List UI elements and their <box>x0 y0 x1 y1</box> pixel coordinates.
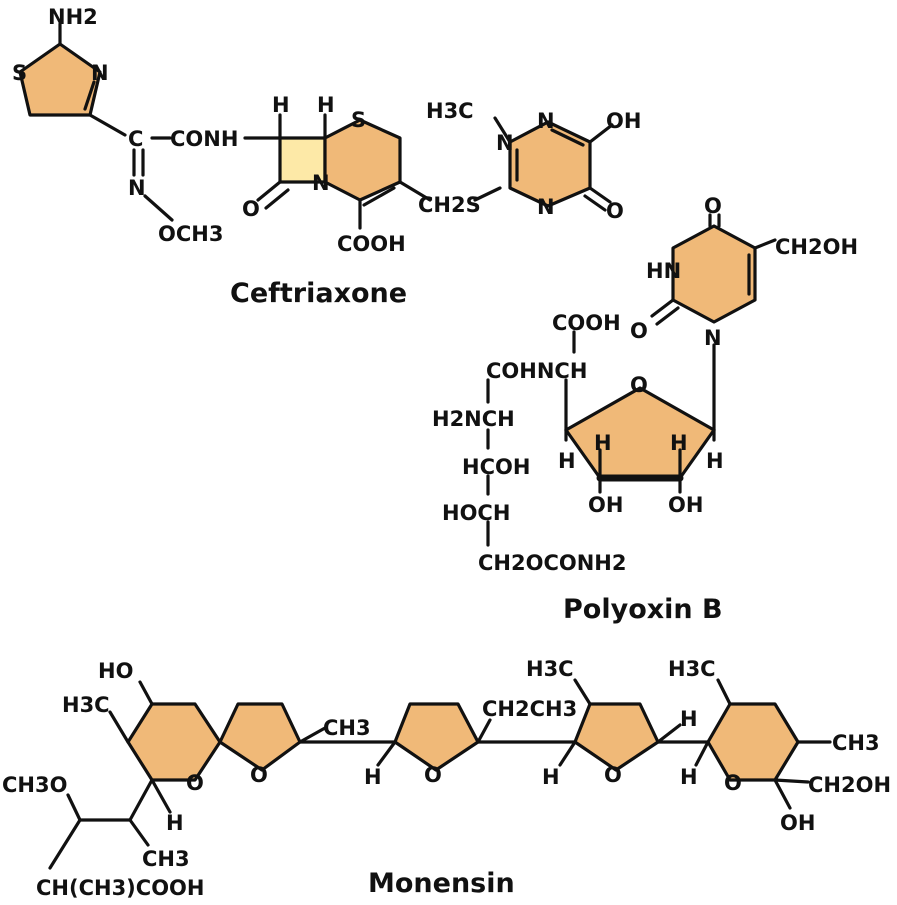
hydrogen-label: H <box>364 765 382 789</box>
methoxy-label: OCH3 <box>158 222 223 246</box>
polyoxin-b-name: Polyoxin B <box>563 594 723 625</box>
hydrogen-label: H <box>317 93 335 117</box>
monensin-structure: HO H3C CH3O O H CH3 CH(CH3)COOH O CH3 H … <box>2 657 891 900</box>
hydroxyl-label: OH <box>780 811 815 835</box>
amino-label: NH2 <box>48 5 98 29</box>
pyran-ring-a <box>126 702 222 782</box>
furan-ring-b <box>218 702 302 772</box>
amine-label: HN <box>646 259 681 283</box>
ethyl-label: CH2CH3 <box>482 697 577 721</box>
lactam-nitrogen-label: N <box>312 171 330 195</box>
ring-sulfur-label: S <box>351 108 366 132</box>
hydroxyl-label: HO <box>98 659 133 683</box>
ceftriaxone-name: Ceftriaxone <box>230 278 407 309</box>
hydroxymethyl-label: CH2OH <box>808 773 891 797</box>
thiazole-ring <box>18 42 102 117</box>
pyrimidine-ring <box>671 224 757 324</box>
hydrogen-label: H <box>706 449 724 473</box>
aminomethine-label: H2NCH <box>432 407 515 431</box>
hydrogen-label: H <box>542 765 560 789</box>
hydroxyl-label: OH <box>668 493 703 517</box>
hydrogen-label: H <box>166 811 184 835</box>
carbamate-label: CH2OCONH2 <box>478 551 626 575</box>
ring-oxygen-label: O <box>250 763 268 787</box>
amide-label: CONH <box>170 127 238 151</box>
triazine-nitrogen-label: N <box>496 131 514 155</box>
furan-ring-d <box>573 702 660 772</box>
methyl-label: CH3 <box>142 847 190 871</box>
hydroxymethine-label: HCOH <box>462 455 530 479</box>
carbonyl-oxygen-label: O <box>630 319 648 343</box>
triazine-nitrogen-label: N <box>537 109 555 133</box>
ring-oxygen-label: O <box>724 771 742 795</box>
carboxyl-chain-label: CH(CH3)COOH <box>36 876 204 900</box>
hydroxyl-label: OH <box>588 493 623 517</box>
hydrogen-label: H <box>558 449 576 473</box>
hydrogen-label: H <box>594 431 612 455</box>
furan-oxygen-label: O <box>630 373 648 397</box>
dihydrothiazine-ring <box>323 118 402 202</box>
polyoxin-b-structure: O HN CH2OH O N COOH COHNCH H2NCH HCOH HO… <box>432 194 858 625</box>
carbonyl-oxygen-label: O <box>704 194 722 218</box>
hydrogen-label: H <box>670 431 688 455</box>
ring-oxygen-label: O <box>424 763 442 787</box>
monensin-name: Monensin <box>368 868 515 899</box>
furanose-ring <box>564 386 716 480</box>
methyl-label: CH3 <box>832 731 880 755</box>
hydrogen-label: H <box>680 707 698 731</box>
ring-oxygen-label: O <box>186 771 204 795</box>
nitrogen-label: N <box>91 61 109 85</box>
methyl-label: H3C <box>62 693 110 717</box>
lactam-oxygen-label: O <box>242 197 260 221</box>
hydroxymethine-label: HOCH <box>442 501 510 525</box>
hydroxyl-label: OH <box>606 109 641 133</box>
carboxyl-label: COOH <box>552 311 621 335</box>
oxime-nitrogen-label: N <box>128 176 146 200</box>
sulfur-label: S <box>12 61 27 85</box>
methyl-label: CH3 <box>323 716 371 740</box>
methyl-label: H3C <box>668 657 716 681</box>
methyl-label: H3C <box>426 99 474 123</box>
furan-ring-c <box>393 702 480 772</box>
pyran-ring-e <box>706 702 800 782</box>
ring-nitrogen-label: N <box>704 326 722 350</box>
hydrogen-label: H <box>680 765 698 789</box>
triazine-ring <box>508 120 592 208</box>
triazine-oxygen-label: O <box>606 199 624 223</box>
thiomethyl-label: CH2S <box>418 193 481 217</box>
carbon-label: C <box>128 127 143 151</box>
amide-chain-label: COHNCH <box>486 359 587 383</box>
ceftriaxone-structure: NH2 S N C CONH N OCH3 H H S N O COOH CH2… <box>12 5 641 309</box>
triazine-nitrogen-label: N <box>537 195 555 219</box>
hydroxymethyl-label: CH2OH <box>775 235 858 259</box>
carboxyl-label: COOH <box>337 232 406 256</box>
methyl-label: H3C <box>526 657 574 681</box>
hydrogen-label: H <box>272 93 290 117</box>
ring-oxygen-label: O <box>604 763 622 787</box>
methoxy-label: CH3O <box>2 773 67 797</box>
